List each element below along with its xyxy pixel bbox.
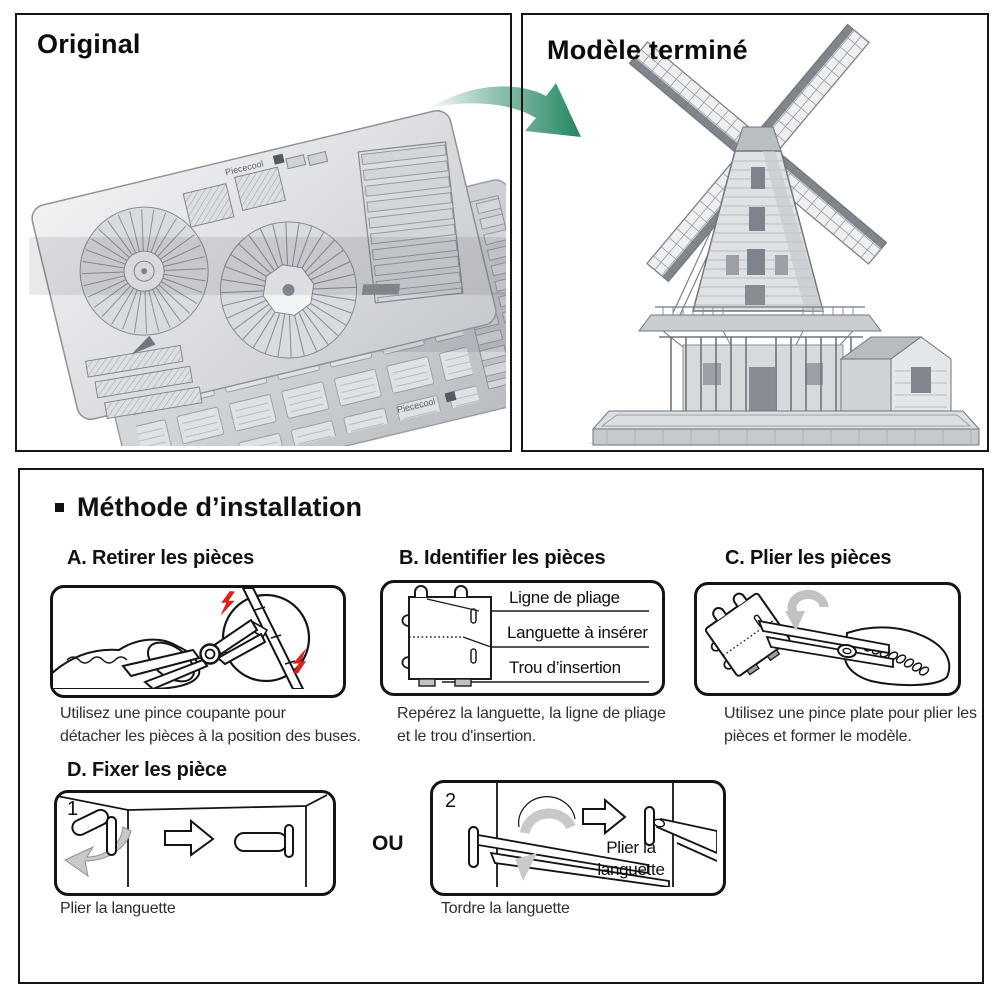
step-a-figure [50,585,346,698]
finished-model-panel: Modèle terminé [521,13,989,452]
step-d-option2-figure: 2 Plier la languette [430,780,726,896]
annex-house [839,336,952,418]
transform-arrow-icon [430,83,581,137]
or-label: OU [372,832,404,855]
flat-pliers-illustration [704,589,951,687]
spark-icon [219,590,236,618]
next-arrow-icon [582,797,627,836]
option2-number: 2 [445,790,457,812]
metal-sheet-front: Piececool [28,109,506,421]
cutting-pliers-illustration [53,588,311,689]
step-c-heading: C. Plier les pièces [725,547,892,569]
step-c-caption: Utilisez une pince plate pour plier les … [724,705,977,745]
step-b-heading: B. Identifier les pièces [399,547,606,569]
label-tab: Languette à insérer [507,623,648,642]
original-panel: Original [15,13,512,452]
option1-number: 1 [67,798,79,820]
step-c-figure [694,582,961,696]
installation-panel: Méthode d’installation A. Retirer les pi… [18,468,984,984]
step-b-figure: Ligne de pliage Languette à insérer Trou… [380,580,665,696]
fold-arrow-icon [787,589,829,620]
windmill-illustration [588,22,981,446]
installation-title: Méthode d’installation [77,492,363,522]
twist-arrow-icon [520,808,576,835]
step-d-option1-figure: 1 [54,790,336,896]
twist-tab-diagram [468,783,717,887]
installation-heading: Méthode d’installation [55,492,362,523]
original-title: Original [37,29,141,59]
label-fold-line: Ligne de pliage [509,588,620,607]
step-a-caption: Utilisez une pince coupante pour détache… [60,705,361,745]
piece-identification-diagram [401,585,649,687]
step-d-option1-caption: Plier la languette [60,900,176,917]
step-b-caption: Repérez la languette, la ligne de pliage… [397,705,666,745]
next-arrow-icon [164,818,215,857]
square-bullet-icon [55,503,64,512]
step-d-option2-caption: Tordre la languette [441,900,570,917]
option2-inner-label: Plier la languette [597,838,665,880]
metal-sheets-illustration: Piececool [28,109,506,446]
step-a-heading: A. Retirer les pièces [67,547,255,569]
label-hole: Trou d’insertion [509,658,621,677]
fold-tab-diagram [57,794,327,887]
finished-title: Modèle terminé [547,35,748,65]
step-d-heading: D. Fixer les pièce [67,759,227,781]
